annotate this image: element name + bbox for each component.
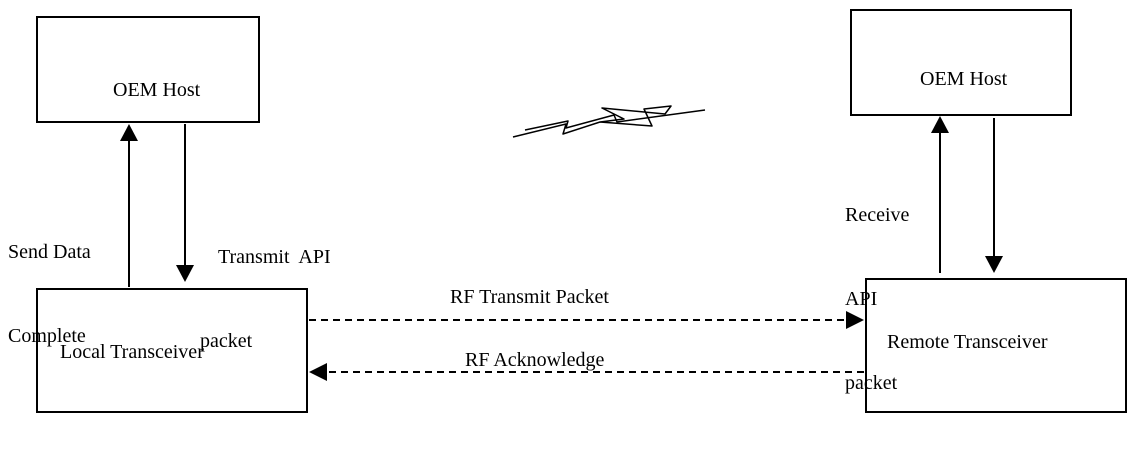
transmit-api-label: Transmit API packet [200, 187, 331, 411]
wireless-link-icon [512, 105, 672, 138]
receive-api-line1: Receive [845, 204, 910, 226]
receive-api-line2: API [845, 288, 878, 310]
rf-acknowledge-label: RF Acknowledge [465, 349, 605, 371]
send-data-complete-line1: Send Data [8, 241, 91, 263]
oem-host-right-label: OEM Host [920, 68, 1008, 90]
rf-data-flow-diagram: OEM Host OEM Host Local Transceiver Remo… [8, 9, 1127, 413]
oem-host-left-label: OEM Host [113, 79, 201, 101]
receive-api-line3: packet [845, 372, 898, 394]
rf-transmit-label: RF Transmit Packet [450, 286, 609, 308]
arrowhead-down-icon [176, 265, 194, 282]
connector-layer [120, 105, 1003, 381]
remote-transceiver-box: Remote Transceiver [865, 278, 1127, 413]
oem-host-right-box: OEM Host [850, 9, 1072, 116]
transmit-api-line1: Transmit API [218, 246, 331, 268]
arrowhead-left-icon [309, 363, 327, 381]
send-data-complete-label: Send Data Complete [8, 182, 91, 406]
local-transceiver-box: Local Transceiver [36, 288, 308, 413]
arrowhead-up-icon [120, 124, 138, 141]
receive-api-label: Receive API packet [845, 145, 909, 453]
transmit-api-line2: packet [200, 330, 253, 352]
wireless-link-outline [524, 109, 706, 131]
arrowhead-up-icon [931, 116, 949, 133]
remote-transceiver-label: Remote Transceiver [887, 331, 1048, 353]
oem-host-left-box: OEM Host [36, 16, 260, 123]
local-transceiver-label: Local Transceiver [60, 341, 204, 363]
arrowhead-right-icon [846, 311, 864, 329]
send-data-complete-line2: Complete [8, 325, 86, 347]
arrowhead-down-icon [985, 256, 1003, 273]
